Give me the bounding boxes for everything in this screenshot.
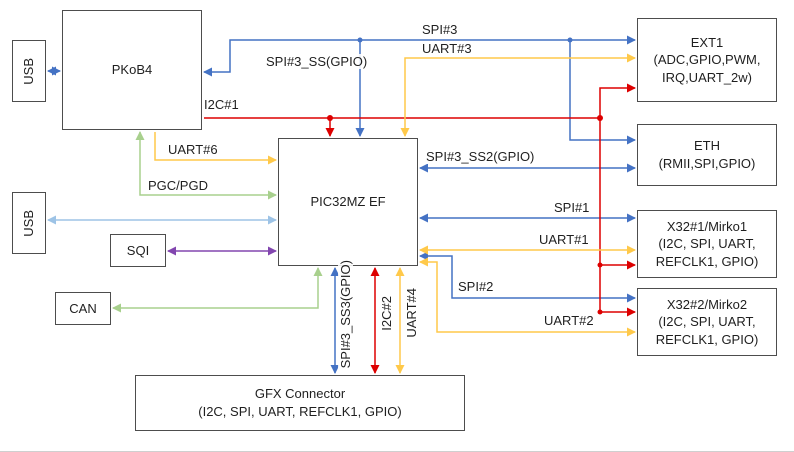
wire-uart2 [419, 257, 636, 337]
wire-i2c1-ext1 [599, 83, 636, 312]
wire-label-spi1: SPI#1 [552, 200, 592, 215]
wire-can [112, 267, 323, 313]
block-sqi: SQI [110, 234, 166, 267]
junction-dot [597, 115, 603, 121]
wire-label-spi2: SPI#2 [456, 279, 496, 294]
wire-label-uart6: UART#6 [166, 142, 220, 157]
wire-label-spi3-ss2: SPI#3_SS2(GPIO) [424, 149, 537, 164]
junction-dot [597, 262, 603, 268]
block-ext1: EXT1 (ADC,GPIO,PWM, IRQ,UART_2w) [637, 18, 777, 102]
junction-dot [327, 115, 333, 121]
block-pkob4: PKoB4 [62, 10, 202, 130]
block-pic32mz-ef: PIC32MZ EF [278, 138, 418, 266]
block-usb-top: USB [12, 40, 46, 102]
wire-label-i2c1: I2C#1 [202, 97, 241, 112]
junction-dot [597, 309, 603, 315]
block-x32-2-mirko2: X32#2/Mirko2 (I2C, SPI, UART, REFCLK1, G… [637, 288, 777, 356]
wire-spi2 [419, 251, 636, 303]
junction-dot [567, 37, 573, 43]
wire-spi3-eth [569, 40, 636, 145]
wire-label-spi3-ss: SPI#3_SS(GPIO) [264, 54, 370, 69]
wire-label-i2c2: I2C#2 [379, 294, 394, 333]
wire-uart3 [400, 53, 636, 137]
block-x32-1-mirko1: X32#1/Mirko1 (I2C, SPI, UART, REFCLK1, G… [637, 210, 777, 278]
block-eth: ETH (RMII,SPI,GPIO) [637, 124, 777, 186]
block-usb-top-label: USB [21, 57, 37, 85]
wire-label-uart3: UART#3 [420, 41, 474, 56]
wire-label-uart2: UART#2 [542, 313, 596, 328]
wire-label-spi3: SPI#3 [420, 22, 460, 37]
block-gfx-connector: GFX Connector (I2C, SPI, UART, REFCLK1, … [135, 375, 465, 431]
wire-label-uart4: UART#4 [404, 286, 419, 340]
wire-spi3-pkob4-ext1 [203, 35, 636, 77]
wire-pgc-pgd [135, 131, 277, 200]
block-usb-mid: USB [12, 192, 46, 254]
wire-label-uart1: UART#1 [537, 232, 591, 247]
wire-label-pgc-pgd: PGC/PGD [146, 178, 210, 193]
junction-dot [357, 37, 363, 43]
block-can: CAN [55, 292, 111, 325]
wire-label-spi3-ss3: SPI#3_SS3(GPIO) [338, 258, 353, 371]
block-usb-mid-label: USB [21, 209, 37, 237]
